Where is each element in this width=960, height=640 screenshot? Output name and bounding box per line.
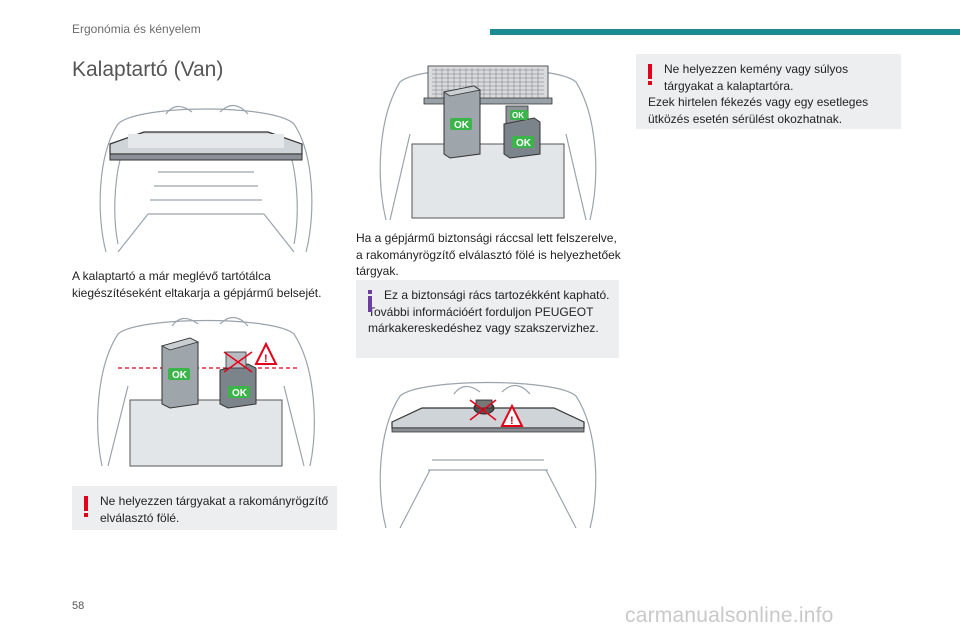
warning-text: Ne helyezzen kemény vagy súlyos tárgyaka… <box>664 62 849 93</box>
warning-text: Ne helyezzen tárgyakat a rakományrögzítő… <box>100 494 329 525</box>
warning-icon <box>648 64 652 85</box>
svg-text:!: ! <box>510 415 514 427</box>
page-number: 58 <box>72 600 85 612</box>
section-title: Ergonómia és kényelem <box>72 22 201 36</box>
safety-net-illustration: OK OK OK <box>370 58 606 222</box>
info-text: Ez a biztonsági rács tartozékként kaphat… <box>384 288 610 302</box>
watermark: carmanualsonline.info <box>625 604 834 627</box>
cargo-separator-illustration: ! OK OK <box>88 308 324 468</box>
info-icon <box>368 290 372 312</box>
header-accent-bar <box>490 29 960 35</box>
ok-label: OK <box>512 111 524 120</box>
svg-text:!: ! <box>264 353 268 365</box>
info-note: Ez a biztonsági rács tartozékként kaphat… <box>356 280 619 358</box>
paragraph: Ha a gépjármű biztonsági ráccsal lett fe… <box>356 231 621 278</box>
shelf-load-warning-illustration: ! <box>370 370 606 530</box>
warning-text: Ezek hirtelen fékezés vagy egy esetleges… <box>648 95 869 126</box>
warning-icon <box>84 496 88 517</box>
ok-label: OK <box>232 388 248 399</box>
warning-note: Ne helyezzen kemény vagy súlyos tárgyaka… <box>636 54 901 129</box>
parcel-shelf-illustration <box>88 94 324 254</box>
ok-label: OK <box>454 120 470 131</box>
warning-note: Ne helyezzen tárgyakat a rakományrögzítő… <box>72 486 337 530</box>
page-title: Kalaptartó (Van) <box>72 58 224 81</box>
paragraph: A kalaptartó a már meglévő tartótálca ki… <box>72 269 322 300</box>
ok-label: OK <box>516 138 532 149</box>
info-text: További információért forduljon PEUGEOT … <box>368 304 599 336</box>
ok-label: OK <box>172 370 188 381</box>
